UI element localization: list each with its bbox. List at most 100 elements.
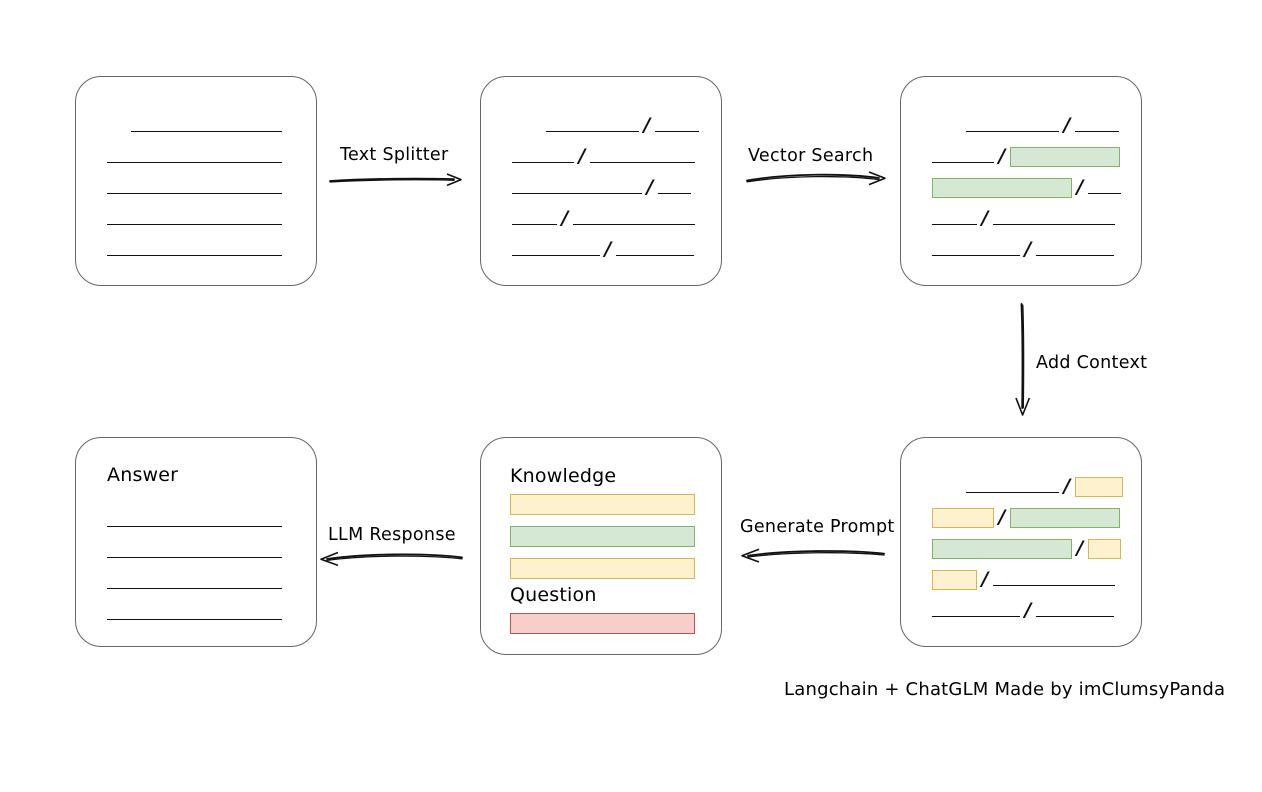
highlight-chip-green [1010, 508, 1120, 528]
context-added-lines: / / / / / [901, 438, 1141, 646]
text-rule [131, 131, 282, 132]
text-rule [107, 162, 282, 163]
generate-prompt-arrow [741, 548, 885, 563]
highlight-chip-green [932, 539, 1072, 559]
text-line-row [76, 510, 316, 528]
answer-lines [76, 438, 316, 646]
text-rule [107, 588, 282, 589]
chunk-separator: / [1063, 114, 1071, 136]
text-rule [573, 224, 695, 225]
arrow-label-vector-search: Vector Search [748, 146, 874, 166]
answer-title: Answer [107, 464, 179, 486]
chunk-separator: / [1076, 176, 1084, 198]
answer-box[interactable]: Answer [75, 437, 317, 647]
text-line-row [76, 146, 316, 164]
chunk-separator: / [578, 145, 586, 167]
highlight-chip-green [1010, 147, 1120, 167]
highlight-chip-green [932, 178, 1072, 198]
chunk-separator: / [646, 176, 654, 198]
text-rule [932, 255, 1020, 256]
text-line-row: / [901, 599, 1141, 621]
text-line-row: / [901, 176, 1141, 198]
knowledge-bar-yellow [510, 494, 695, 515]
text-line-row [76, 177, 316, 195]
text-rule [658, 193, 691, 194]
arrow-label-add-context: Add Context [1036, 353, 1148, 373]
text-rule [993, 224, 1115, 225]
text-line-row [76, 115, 316, 133]
text-rule [512, 255, 600, 256]
add-context-arrow [1015, 303, 1031, 416]
text-rule [512, 162, 574, 163]
question-bar-red [510, 613, 695, 634]
text-line-row: / [481, 114, 721, 136]
text-line-row [76, 541, 316, 559]
chunk-separator: / [1024, 238, 1032, 260]
llm-response-arrow [320, 551, 463, 567]
chunk-separator: / [998, 506, 1006, 528]
arrow-label-llm-response: LLM Response [328, 525, 456, 545]
text-line-row [76, 208, 316, 226]
knowledge-bar-green [510, 526, 695, 547]
chunk-separator: / [604, 238, 612, 260]
text-line-row: / [901, 506, 1141, 528]
knowledge-bar-yellow [510, 558, 695, 579]
chunk-separator: / [981, 207, 989, 229]
highlight-chip-yellow [1088, 539, 1121, 559]
text-line-row: / [901, 145, 1141, 167]
text-rule [1088, 193, 1121, 194]
highlight-chip-yellow [1075, 477, 1123, 497]
text-rule [107, 619, 282, 620]
chunk-separator: / [643, 114, 651, 136]
text-line-row [76, 572, 316, 590]
text-line-row: / [481, 207, 721, 229]
text-line-row: / [901, 538, 1141, 559]
chunk-separator: / [1024, 599, 1032, 621]
text-rule [1075, 131, 1119, 132]
text-splitter-arrow [329, 173, 462, 187]
text-rule [616, 255, 694, 256]
text-line-row [76, 239, 316, 257]
vector-matched-lines: / / / / / [901, 77, 1141, 285]
text-line-row [76, 603, 316, 621]
text-rule [966, 131, 1059, 132]
text-rule [107, 255, 282, 256]
credit-text: Langchain + ChatGLM Made by imClumsyPand… [784, 679, 1226, 700]
vector-search-arrow [746, 171, 886, 186]
generated-prompt-box[interactable]: Knowledge Question [480, 437, 722, 655]
text-rule [932, 224, 977, 225]
text-rule [1036, 255, 1114, 256]
text-line-row: / [481, 176, 721, 198]
text-line-row: / [481, 238, 721, 260]
split-chunks-box[interactable]: / / / / / [480, 76, 722, 286]
arrow-label-text-splitter: Text Splitter [340, 145, 449, 165]
text-line-row: / [901, 568, 1141, 590]
question-bars [481, 438, 721, 654]
text-rule [655, 131, 699, 132]
source-document-lines [76, 77, 316, 285]
knowledge-label: Knowledge [510, 465, 617, 487]
knowledge-bars [481, 438, 721, 654]
text-line-row: / [901, 238, 1141, 260]
text-rule [107, 557, 282, 558]
highlight-chip-yellow [932, 508, 994, 528]
text-rule [107, 224, 282, 225]
chunk-separator: / [998, 145, 1006, 167]
text-rule [932, 616, 1020, 617]
text-rule [512, 224, 557, 225]
arrow-label-generate-prompt: Generate Prompt [740, 517, 895, 537]
source-document-box[interactable] [75, 76, 317, 286]
chunk-separator: / [561, 207, 569, 229]
vector-matched-box[interactable]: / / / / / [900, 76, 1142, 286]
context-added-box[interactable]: / / / / / [900, 437, 1142, 647]
text-rule [107, 526, 282, 527]
chunk-separator: / [981, 568, 989, 590]
text-rule [966, 492, 1059, 493]
text-line-row: / [901, 475, 1141, 497]
text-rule [932, 162, 994, 163]
chunk-separator: / [1063, 475, 1071, 497]
text-rule [590, 162, 695, 163]
text-line-row: / [901, 207, 1141, 229]
text-rule [107, 193, 282, 194]
